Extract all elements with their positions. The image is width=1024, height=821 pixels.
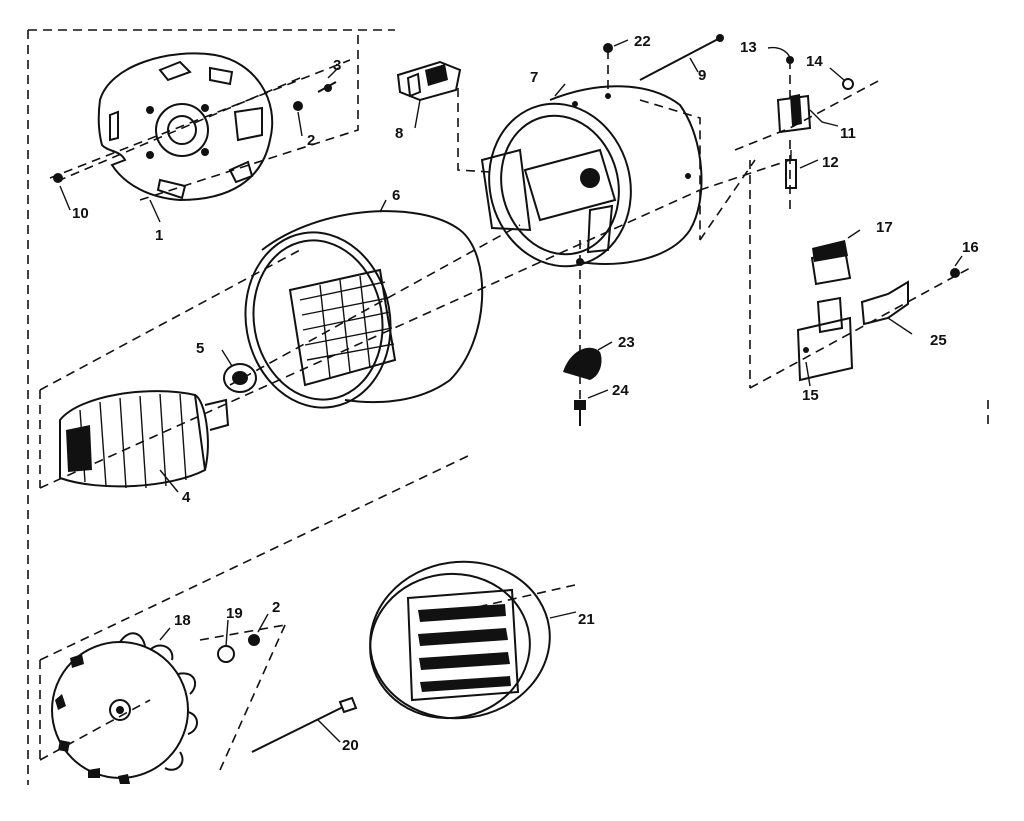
part-21-end-bell <box>369 560 577 720</box>
part-12-terminal <box>785 150 819 189</box>
part-labels: 1 2 3 4 5 6 7 8 9 10 11 12 13 14 15 16 1… <box>72 33 979 754</box>
label-19: 19 <box>226 605 243 622</box>
label-4: 4 <box>182 489 191 506</box>
guide-lines <box>27 29 989 785</box>
part-13-screw <box>767 46 794 64</box>
part-7-housing <box>480 83 703 268</box>
label-2-lower: 2 <box>272 599 280 616</box>
part-17-capacitor <box>810 229 861 286</box>
label-14: 14 <box>806 53 823 70</box>
part-19-washer <box>217 619 235 663</box>
label-12: 12 <box>822 154 839 171</box>
label-24: 24 <box>612 382 629 399</box>
part-5-bearing <box>221 349 257 393</box>
part-2-washer-lower <box>248 613 269 646</box>
part-22-screw <box>603 39 629 53</box>
label-2: 2 <box>307 132 315 149</box>
label-16: 16 <box>962 239 979 256</box>
label-7: 7 <box>530 69 538 86</box>
label-17: 17 <box>876 219 893 236</box>
label-10: 10 <box>72 205 89 222</box>
part-3-screw <box>317 67 339 93</box>
part-6-stator-shell <box>244 199 484 409</box>
label-8: 8 <box>395 125 403 142</box>
label-1: 1 <box>155 227 163 244</box>
label-13: 13 <box>740 39 757 56</box>
part-24-screw <box>574 389 609 426</box>
label-20: 20 <box>342 737 359 754</box>
label-6: 6 <box>392 187 400 204</box>
label-3: 3 <box>333 57 341 74</box>
part-10-screw <box>53 173 71 211</box>
label-21: 21 <box>578 611 595 628</box>
part-9-rod <box>639 34 724 81</box>
part-14-nut <box>829 67 854 90</box>
part-8-switch <box>396 60 462 129</box>
part-16-screw <box>950 255 963 278</box>
part-2-washer <box>293 101 303 137</box>
part-25-bracket <box>860 280 913 335</box>
label-9: 9 <box>698 67 706 84</box>
label-11: 11 <box>840 125 856 142</box>
label-18: 18 <box>174 612 191 629</box>
label-25: 25 <box>930 332 947 349</box>
part-23-grommet <box>563 341 613 380</box>
part-15-relay <box>796 296 854 387</box>
label-22: 22 <box>634 33 651 50</box>
label-23: 23 <box>618 334 635 351</box>
part-20-bolt <box>251 696 358 753</box>
label-15: 15 <box>802 387 819 404</box>
part-11-bracket <box>776 94 839 134</box>
part-4-armature <box>59 390 230 493</box>
part-18-fan <box>51 627 198 784</box>
part-1-end-plate <box>97 52 274 223</box>
label-5: 5 <box>196 340 204 357</box>
